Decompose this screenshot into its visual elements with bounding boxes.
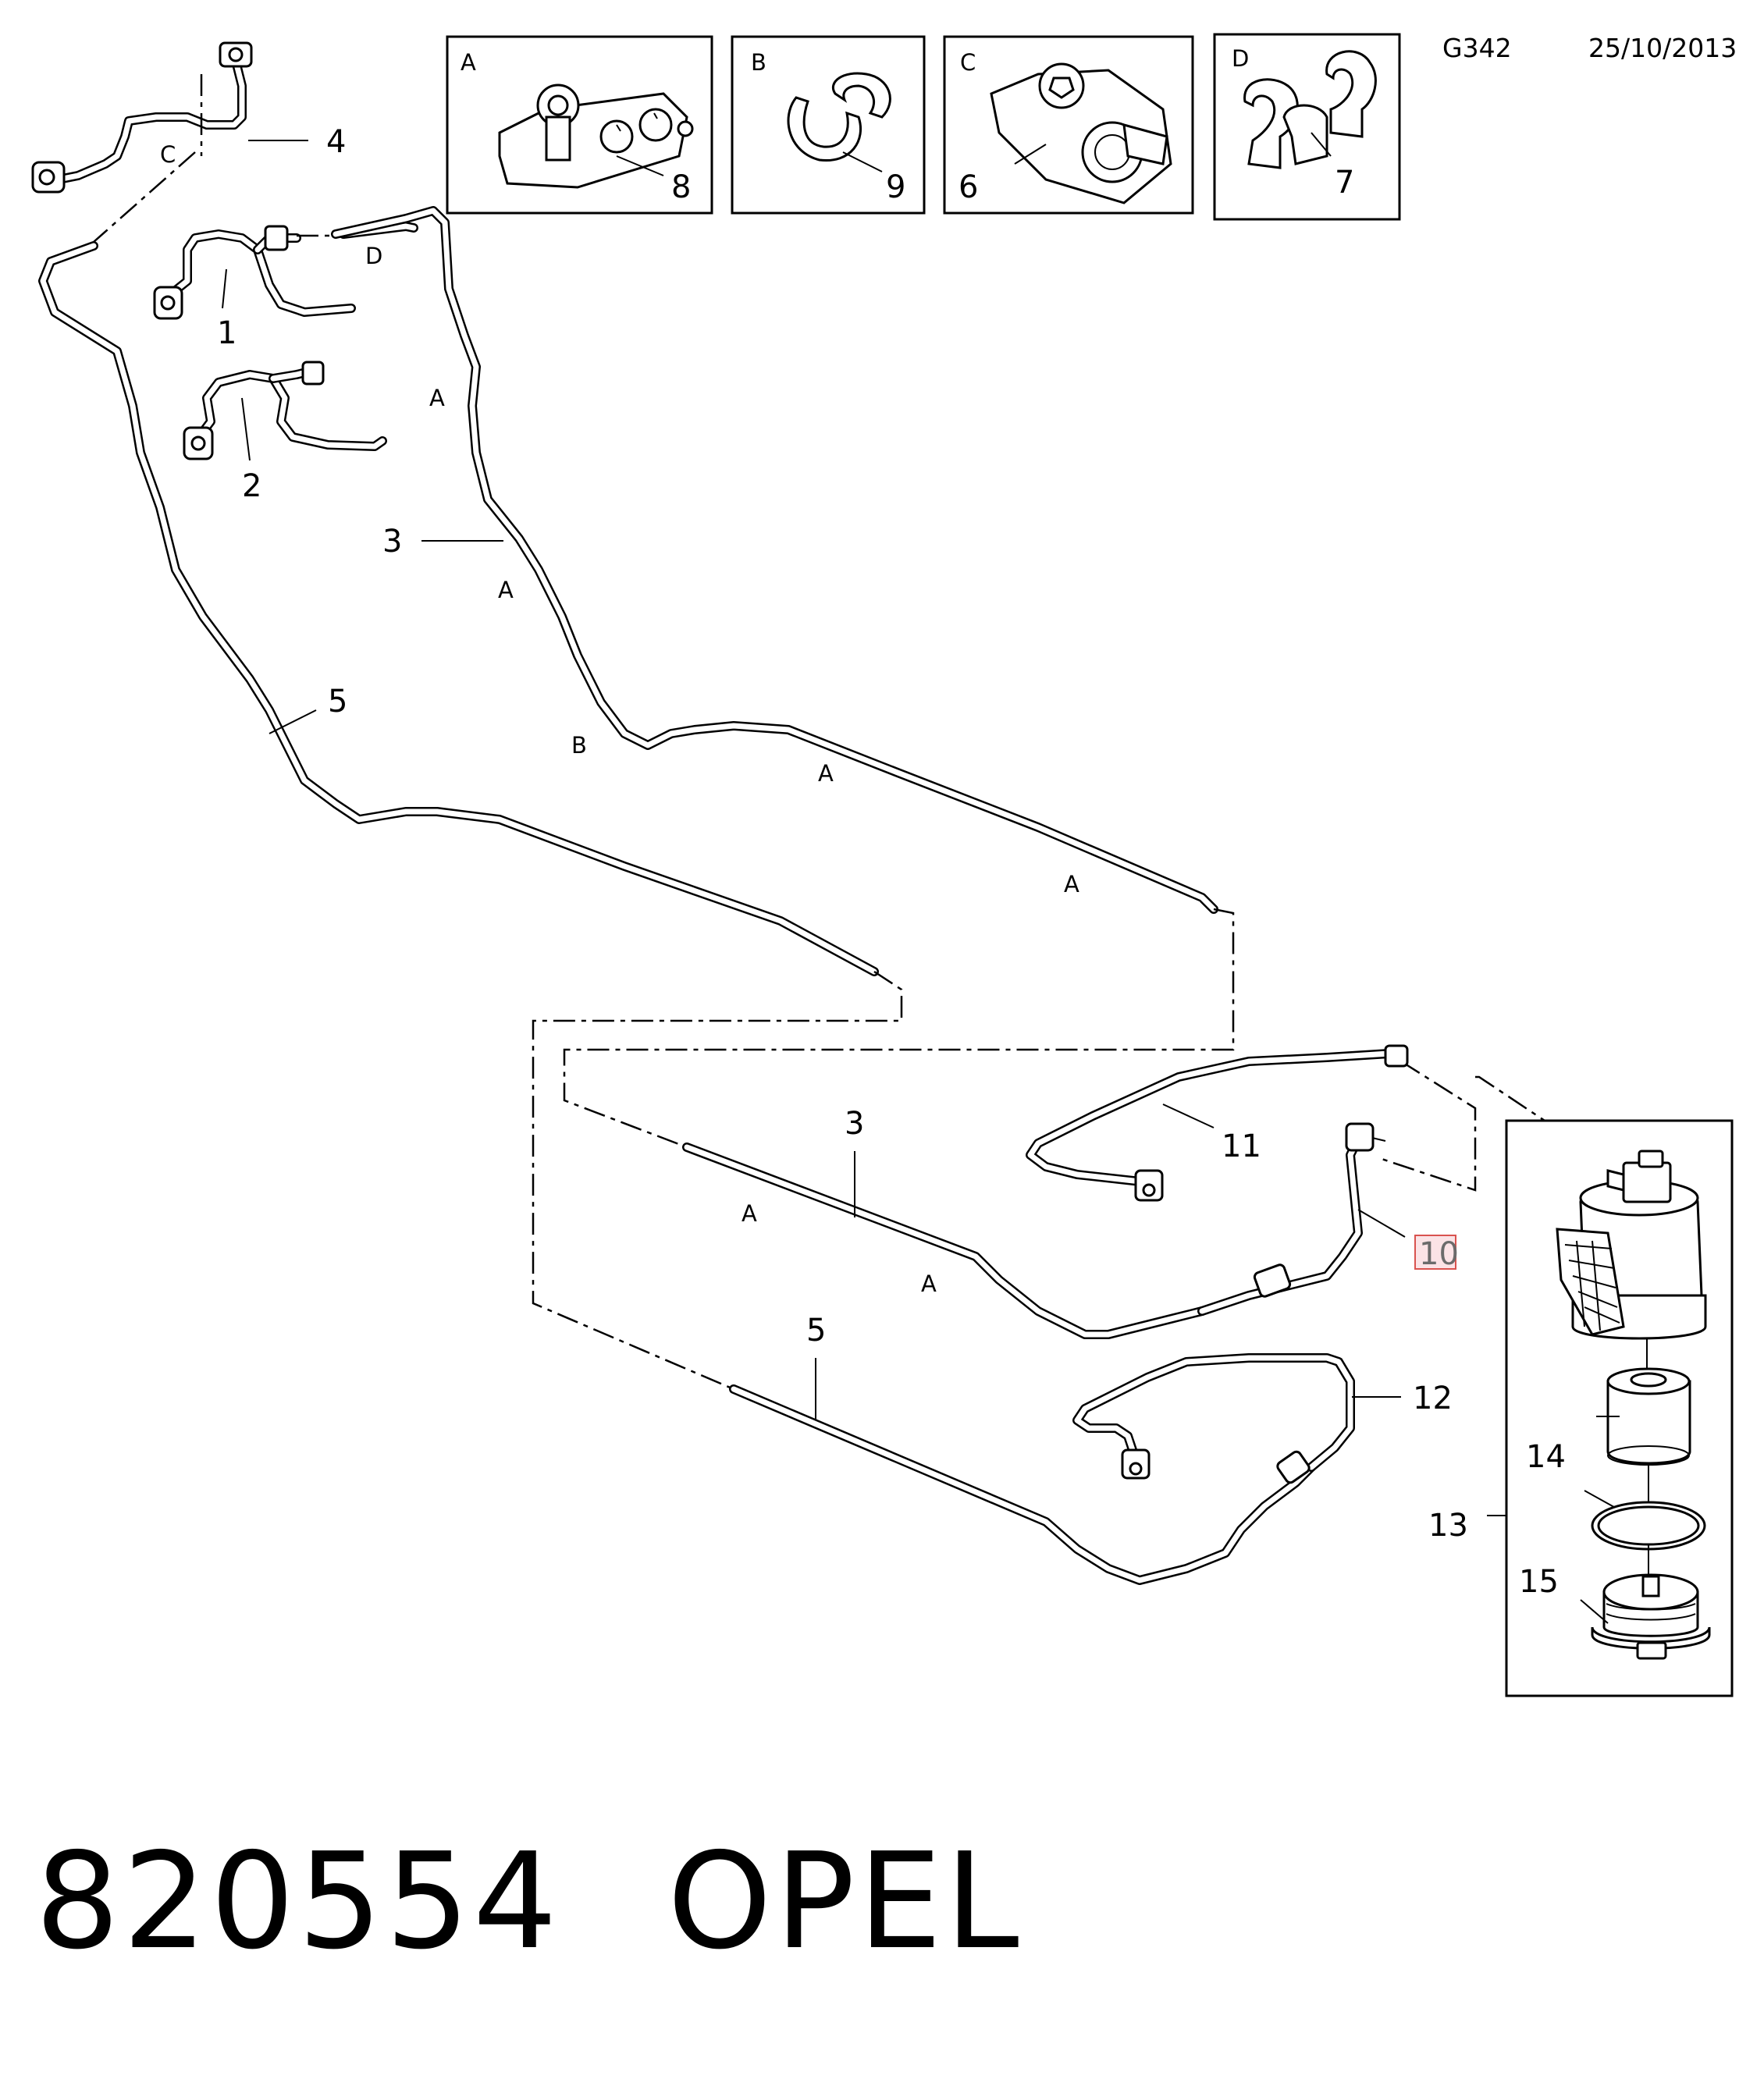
filter-assembly-13: 13 14 — [1428, 1119, 1734, 1697]
callout-12: 12 — [1413, 1381, 1453, 1416]
diagram-code: G342 — [1442, 33, 1512, 63]
inset-a-callout: 8 — [671, 169, 691, 205]
clip-letter-a2: A — [498, 577, 514, 603]
clip-letter-a4: A — [1064, 871, 1079, 897]
callout-4: 4 — [326, 124, 346, 160]
clip-letter-b1: B — [571, 732, 587, 759]
pipe-part-5-upper — [38, 241, 879, 976]
pipe-part-1 — [153, 222, 418, 320]
callout-5-top: 5 — [328, 684, 347, 720]
inset-d-letter: D — [1232, 45, 1249, 72]
callout-14: 14 — [1526, 1439, 1566, 1475]
inset-c: C 6 — [943, 35, 1194, 215]
inset-d: D 7 — [1213, 33, 1401, 221]
clip-icon — [787, 72, 891, 162]
inset-b: B 9 — [731, 35, 926, 215]
clip-icon — [1243, 50, 1377, 169]
clip-letter-a1: A — [429, 385, 445, 411]
clip-icon — [990, 62, 1172, 204]
inset-b-callout: 9 — [886, 169, 905, 205]
inset-c-letter: C — [960, 49, 976, 76]
filter-cap-icon — [1591, 1573, 1711, 1660]
filter-element-icon — [1606, 1367, 1691, 1466]
callout-10-highlight: 10 — [1414, 1235, 1459, 1272]
inset-d-callout: 7 — [1335, 165, 1354, 201]
callout-13: 13 — [1428, 1508, 1468, 1544]
brand-name: OPEL — [667, 1825, 1022, 1979]
inset-a-letter: A — [461, 49, 476, 76]
callout-3-top: 3 — [382, 524, 402, 560]
clip-letter-top-c: C — [160, 141, 176, 168]
diagram-date: 25/10/2013 — [1588, 33, 1737, 63]
inset-c-callout: 6 — [958, 169, 978, 205]
pipe-part-12 — [1072, 1353, 1355, 1484]
inset-b-letter: B — [751, 49, 766, 76]
seal-ring-icon — [1591, 1501, 1706, 1551]
pipe-part-3-upper — [331, 206, 1218, 914]
pipe-part-11 — [1026, 1044, 1409, 1202]
callout-5-bottom: 5 — [806, 1313, 826, 1349]
callout-3-mid: 3 — [845, 1106, 864, 1142]
callout-15: 15 — [1519, 1564, 1559, 1600]
pipe-part-3-lower — [682, 1143, 1207, 1339]
pipe-part-4 — [31, 41, 253, 194]
inset-a: A 8 — [446, 35, 713, 215]
part-number: 820554 — [35, 1825, 560, 1979]
clip-letter-a5: A — [742, 1200, 757, 1227]
fuel-filter-icon — [1556, 1150, 1707, 1340]
pipe-part-2 — [183, 361, 387, 460]
clip-letter-a3: A — [818, 760, 834, 787]
callout-2: 2 — [242, 468, 261, 504]
clip-icon — [498, 84, 694, 189]
clip-letter-top-d: D — [365, 243, 382, 269]
pipe-part-5-lower — [729, 1384, 1316, 1585]
callout-1: 1 — [217, 315, 237, 351]
callout-11: 11 — [1222, 1128, 1261, 1164]
clip-letter-a6: A — [921, 1270, 937, 1297]
pipe-part-10 — [1197, 1122, 1386, 1316]
callout-10: 10 — [1419, 1236, 1459, 1272]
